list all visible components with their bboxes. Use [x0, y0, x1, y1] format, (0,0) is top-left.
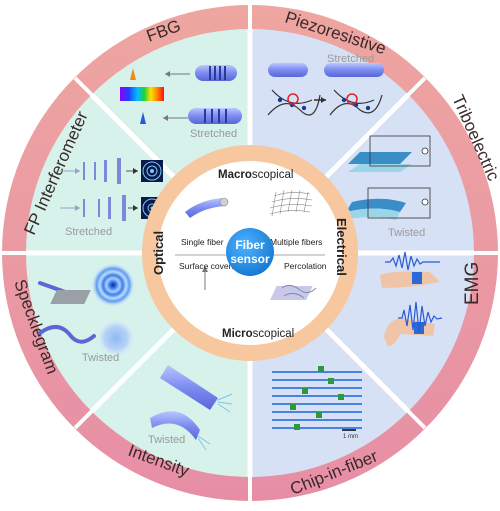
spectrum-peak-shifted-icon — [140, 112, 146, 124]
specklegram-illustration: Twisted — [38, 263, 136, 364]
piezoresistive-illustration: Stretched — [267, 53, 384, 116]
fbg-stretched-caption: Stretched — [190, 128, 237, 140]
chip-in-fiber-illustration: 1 mm — [272, 366, 362, 440]
chip-icons — [290, 366, 344, 430]
triboelectric-illustration: Twisted — [342, 135, 431, 239]
speckle-twisted-fiber-icon — [38, 325, 96, 344]
optical-label: Optical — [151, 231, 166, 275]
intensity-fiber-icon — [160, 365, 218, 410]
tribo-twisted-layer-icon — [346, 198, 406, 212]
intensity-twisted-caption: Twisted — [148, 434, 185, 446]
rainbow-spectrum-icon — [120, 87, 164, 101]
microscopical-label: Microscopical — [222, 328, 294, 340]
macroscopical-label: Macroscopical — [218, 169, 293, 181]
speckle-pattern-rings — [91, 263, 135, 307]
speckle-twisted-caption: Twisted — [82, 352, 119, 364]
electrical-label: Electrical — [334, 218, 349, 276]
piezo-stretched-fiber-icon — [324, 63, 384, 77]
center-disc — [226, 228, 274, 276]
fbg-illustration: Stretched — [120, 65, 242, 140]
fp-interferometer-illustration: Stretched — [60, 158, 163, 238]
single-fiber-illustration — [185, 197, 229, 218]
percolation-illustration — [270, 284, 317, 300]
surface-coverage-illustration — [50, 266, 208, 304]
sector-label-emg: EMG — [462, 262, 483, 305]
emg-illustration — [380, 251, 443, 346]
fbg-stretched-fiber-icon — [188, 108, 242, 124]
speckle-pattern-scattered — [96, 318, 136, 358]
ring-dividers — [2, 5, 498, 501]
center-label-line2: sensor — [230, 252, 270, 266]
surface-coverage-label: Surface coverage — [179, 261, 246, 271]
tribo-twisted-caption: Twisted — [388, 227, 425, 239]
multiple-fibers-mesh-icon — [269, 189, 313, 217]
arm-icon — [380, 271, 440, 288]
intensity-illustration: Twisted — [148, 365, 233, 451]
fp-stretched-caption: Stretched — [65, 226, 112, 238]
piezo-stretched-caption: Stretched — [327, 53, 374, 65]
piezo-fiber-icon — [268, 63, 308, 77]
intensity-twisted-fiber-icon — [150, 411, 200, 440]
percolation-label: Percolation — [284, 261, 327, 271]
scale-bar-label: 1 mm — [343, 434, 358, 440]
single-fiber-label: Single fiber — [181, 237, 224, 247]
spectrum-peak-icon — [130, 68, 136, 80]
tribo-layer-top-icon — [348, 152, 412, 164]
multiple-fibers-label: Multiple fibers — [270, 237, 322, 247]
center-label-line1: Fiber — [235, 238, 265, 252]
